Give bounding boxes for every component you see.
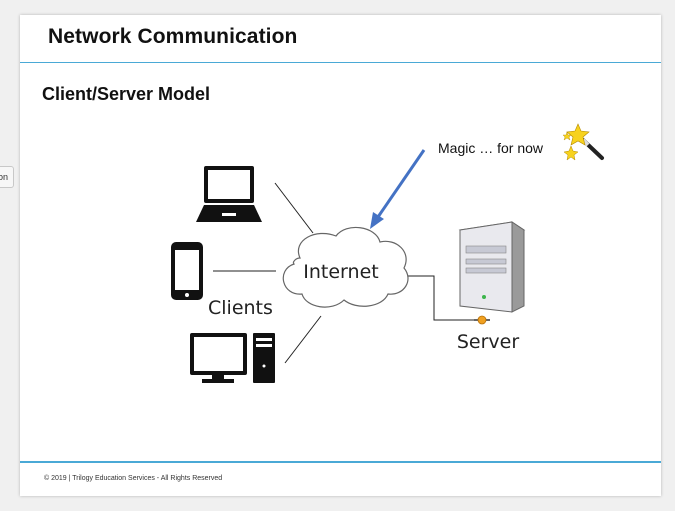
desktop-computer-icon	[190, 333, 275, 383]
phone-icon	[171, 242, 203, 300]
client-connection-lines	[213, 182, 482, 364]
server-label: Server	[457, 331, 519, 353]
internet-cloud-icon	[282, 226, 409, 308]
slide-title: Network Communication	[48, 25, 298, 48]
server-icon	[458, 221, 526, 313]
network-node-icon	[474, 315, 490, 325]
footer-divider	[20, 461, 661, 463]
arrow-icon	[370, 149, 426, 229]
footer-copyright: © 2019 | Trilogy Education Services - Al…	[44, 475, 223, 482]
title-divider	[20, 62, 661, 63]
side-tab[interactable]: on	[0, 166, 14, 188]
clients-label: Clients	[208, 297, 273, 319]
internet-label: Internet	[303, 261, 378, 283]
magic-annotation: Magic … for now	[438, 140, 544, 156]
laptop-icon	[196, 166, 262, 222]
magic-wand-icon	[562, 123, 604, 161]
section-title: Client/Server Model	[42, 84, 211, 104]
